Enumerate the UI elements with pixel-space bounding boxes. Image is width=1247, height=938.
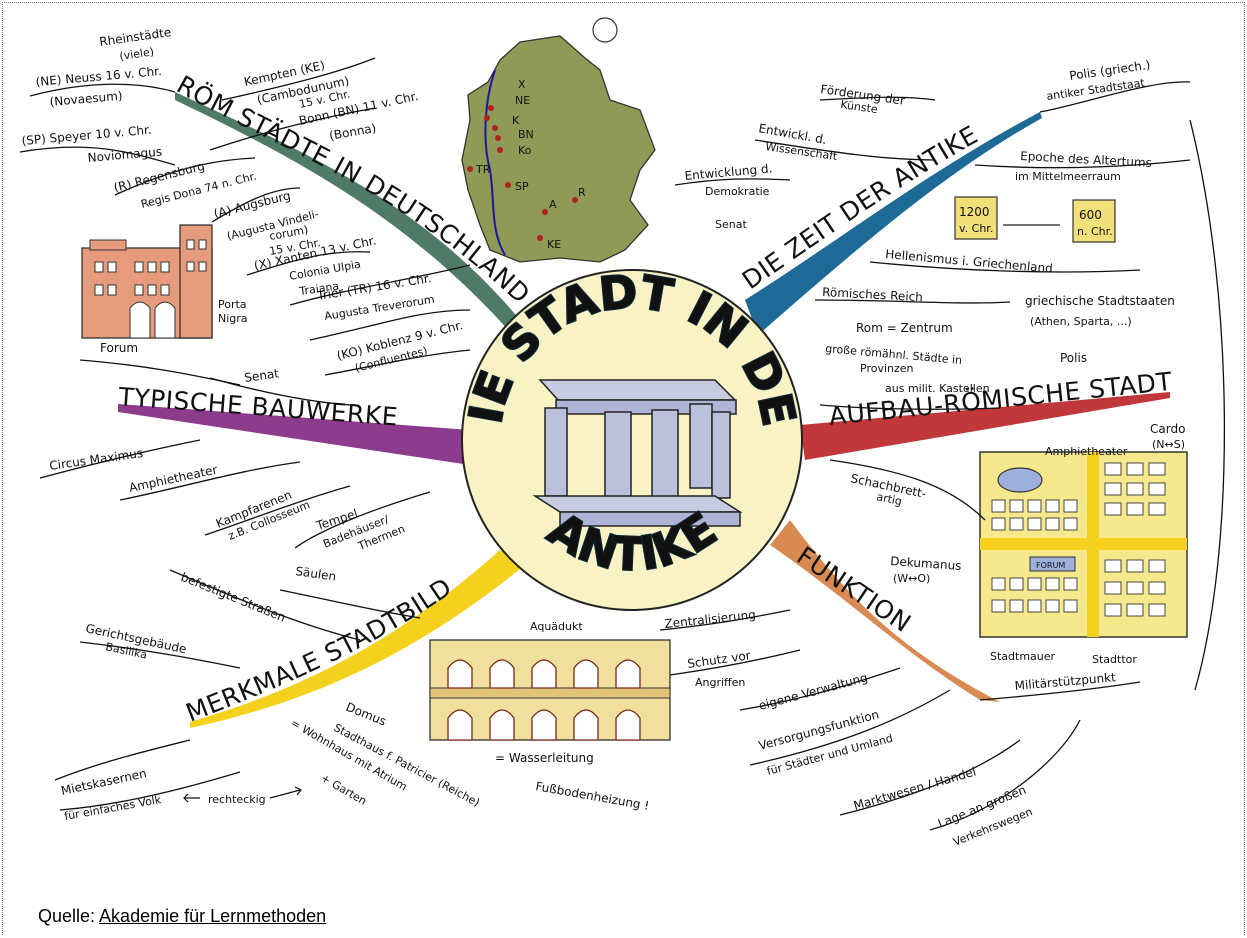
svg-text:600: 600: [1079, 208, 1102, 222]
item-foerderung-sub: Künste: [840, 98, 879, 116]
map-label-ne: NE: [515, 94, 530, 107]
item-roemreich: Römisches Reich: [822, 285, 923, 304]
item-amphietheater: Amphietheater: [1045, 445, 1128, 458]
item-wasserleitung: = Wasserleitung: [495, 751, 594, 765]
branch-roem-staedte: [175, 92, 520, 332]
svg-text:v. Chr.: v. Chr.: [959, 222, 993, 235]
item-epoche: Epoche des Altertums: [1020, 149, 1152, 170]
item-strassen: befestigte Straßen: [179, 570, 288, 625]
item-stadtmauer: Stadtmauer: [990, 650, 1056, 663]
item-bonn-sub: (Bonna): [328, 121, 377, 143]
item-stadtstaaten-sub: (Athen, Sparta, ...): [1030, 315, 1132, 328]
branch-merkmale: [190, 550, 525, 728]
calendar-start-icon: 1200 v. Chr.: [954, 196, 998, 240]
item-rechteckig: rechteckig: [208, 793, 266, 806]
svg-text:n. Chr.: n. Chr.: [1077, 225, 1113, 238]
item-mietskasernen-sub: für einfaches Volk: [63, 793, 163, 823]
map-label-x: X: [518, 78, 526, 91]
map-city-markers: [467, 105, 578, 241]
item-senat-z: Senat: [715, 218, 747, 231]
item-circus: Circus Maximus: [48, 446, 143, 473]
item-dekumanus: Dekumanus: [890, 554, 962, 573]
item-saeulen: Säulen: [295, 564, 337, 584]
item-rom-zentrum: Rom = Zentrum: [856, 321, 953, 335]
item-dekumanus-sub: (W↔O): [893, 572, 930, 585]
map-label-r: R: [578, 186, 586, 199]
item-senat: Senat: [243, 366, 280, 385]
map-label-a: A: [549, 198, 557, 211]
item-amphie: Amphietheater: [128, 463, 219, 495]
branch-aufbau: [800, 392, 1170, 460]
branch-bauwerke: [118, 404, 470, 465]
item-cardo: Cardo: [1150, 422, 1185, 436]
item-domus: Domus: [344, 700, 388, 729]
item-rheinstaedte: Rheinstädte: [98, 25, 172, 49]
item-epoche-sub: im Mittelmeerraum: [1015, 170, 1121, 183]
item-speyer-sub: Noviomagus: [87, 145, 163, 165]
item-fussboden: Fußbodenheizung !: [534, 779, 650, 813]
item-rom-sub3: aus milit. Kastellen: [885, 382, 990, 395]
map-labels: X NE K BN Ko TR SP R A KE: [475, 78, 586, 251]
porta-nigra-icon: [81, 224, 213, 339]
svg-text:1200: 1200: [959, 205, 990, 219]
map-label-sp: SP: [515, 180, 529, 193]
branch-zeit: [745, 112, 1042, 335]
item-cardo-sub: (N↔S): [1152, 438, 1185, 451]
item-hellenismus: Hellenismus i. Griechenland: [885, 247, 1054, 276]
calendar-end-icon: 600 n. Chr.: [1072, 199, 1116, 243]
source-link[interactable]: Akademie für Lernmethoden: [99, 906, 327, 926]
item-verwaltung: eigene Verwaltung: [757, 670, 869, 713]
city-plan-icon: FORUM: [979, 451, 1188, 638]
item-rom-sub2: Provinzen: [860, 362, 914, 375]
map-label-ko: Ko: [518, 144, 532, 157]
item-schachbrett-sub: artig: [875, 490, 903, 508]
item-forum: Forum: [100, 341, 138, 355]
item-domus-sub3: + Garten: [319, 771, 369, 808]
item-speyer: (SP) Speyer 10 v. Chr.: [21, 123, 152, 148]
item-stadtstaaten: griechische Stadtstaaten: [1025, 294, 1175, 308]
item-neuss-sub: (Novaesum): [49, 89, 123, 109]
item-aquaedukt: Aquädukt: [530, 620, 583, 633]
item-schutz-sub: Angriffen: [695, 676, 745, 689]
source-line: Quelle: Akademie für Lernmethoden: [38, 906, 326, 927]
mind-map: DIE STADT IN DER ANTIKE RÖM STÄDTE IN DE…: [0, 0, 1226, 849]
item-zentralisierung: Zentralisierung: [664, 607, 757, 630]
item-demokratie-sub: Demokratie: [705, 185, 770, 198]
map-label-k: K: [512, 114, 520, 127]
item-militaer: Militärstützpunkt: [1014, 670, 1117, 693]
funktion-items: Zentralisierung Schutz vor Angriffen eig…: [664, 607, 1117, 848]
item-markt: Marktwesen / Handel: [852, 764, 978, 812]
item-xanten-sub2: Traiana: [298, 280, 340, 299]
item-stadttor: Stadttor: [1092, 653, 1137, 666]
map-label-tr: TR: [475, 163, 491, 176]
temple-icon: [532, 379, 743, 527]
svg-text:FORUM: FORUM: [1036, 561, 1065, 570]
item-underlines: [19, 57, 1226, 831]
source-prefix: Quelle:: [38, 906, 100, 926]
branch-funktion: [770, 520, 1000, 702]
item-porta-sub: Nigra: [218, 312, 248, 325]
map-label-bn: BN: [518, 128, 534, 141]
item-mietskasernen: Mietskasernen: [60, 766, 148, 798]
aqueduct-icon: [429, 639, 671, 741]
item-porta: Porta: [218, 298, 247, 311]
item-polis2: Polis: [1060, 351, 1087, 365]
item-entwickl-sub: Wissenschaft: [765, 140, 839, 163]
germany-map: [461, 17, 656, 263]
rechteckig-arrows: [183, 786, 302, 803]
item-rheinstaedte-sub: (viele): [119, 45, 155, 63]
map-label-ke: KE: [547, 238, 561, 251]
